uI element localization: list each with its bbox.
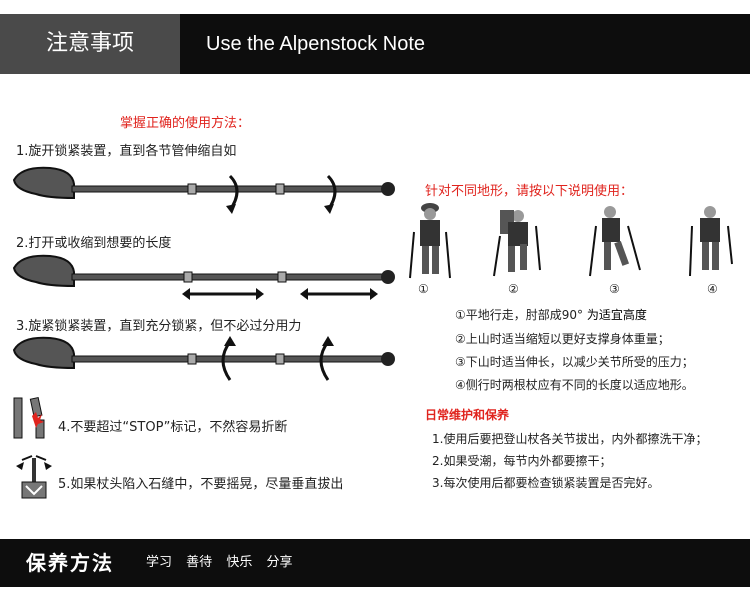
- terrain-heading: 针对不同地形，请按以下说明使用：: [425, 184, 634, 199]
- usage-heading: 掌握正确的使用方法：: [120, 116, 251, 131]
- care-heading: 日常维护和保养: [425, 408, 510, 422]
- care-tip-3: 3.每次使用后都要检查锁紧装置是否完好。: [432, 476, 660, 490]
- hiker-sideways-icon: [689, 206, 733, 277]
- care-tip-1: 1.使用后要把登山杖各关节拔出，内外都擦洗干净；: [432, 432, 708, 446]
- terrain-tip-2: ②上山时适当缩短以更好支撑身体重量；: [455, 332, 670, 346]
- hiker-flat-icon: [409, 203, 451, 279]
- figure-number-2: ②: [508, 282, 519, 296]
- footer-tags: 学习 善待 快乐 分享: [146, 539, 302, 587]
- footer-tag: 学习: [146, 555, 173, 570]
- footer-tag: 分享: [266, 555, 293, 570]
- hiker-illustrations: [409, 203, 733, 279]
- step-5: 5.如果杖头陷入石缝中，不要摇晃，尽量垂直拔出: [58, 477, 344, 492]
- step-2: 2.打开或收缩到想要的长度: [16, 236, 172, 251]
- hiker-downhill-icon: [589, 206, 641, 277]
- terrain-tip-1: ①平地行走，肘部成90° 为适宜高度: [455, 308, 647, 322]
- pole-illustration-1: [12, 166, 395, 214]
- terrain-tip-4: ④侧行时两根杖应有不同的长度以适应地形。: [455, 378, 694, 392]
- figure-number-4: ④: [707, 282, 718, 296]
- header-title-cn: 注意事项: [0, 14, 180, 74]
- footer-title: 保养方法: [26, 551, 114, 575]
- step-1: 1.旋开锁紧装置，直到各节管伸缩自如: [16, 144, 237, 159]
- header-title-en: Use the Alpenstock Note: [206, 33, 426, 55]
- pull-out-vertical-icon: [16, 455, 52, 499]
- figure-number-3: ③: [609, 282, 620, 296]
- hiker-uphill-icon: [493, 210, 541, 277]
- pole-illustration-3: [12, 336, 395, 381]
- figure-number-1: ①: [418, 282, 429, 296]
- stop-mark-warning-icon: [13, 396, 45, 439]
- terrain-tip-3: ③下山时适当伸长，以减少关节所受的压力；: [455, 355, 694, 369]
- care-tip-2: 2.如果受潮，每节内外都要擦干；: [432, 454, 612, 468]
- footer-bar: [0, 539, 750, 587]
- footer-tag: 善待: [186, 555, 213, 570]
- pole-illustration-2: [12, 254, 395, 300]
- footer-tag: 快乐: [226, 555, 253, 570]
- step-4: 4.不要超过“STOP”标记，不然容易折断: [58, 420, 288, 435]
- step-3: 3.旋紧锁紧装置，直到充分锁紧，但不必过分用力: [16, 319, 302, 334]
